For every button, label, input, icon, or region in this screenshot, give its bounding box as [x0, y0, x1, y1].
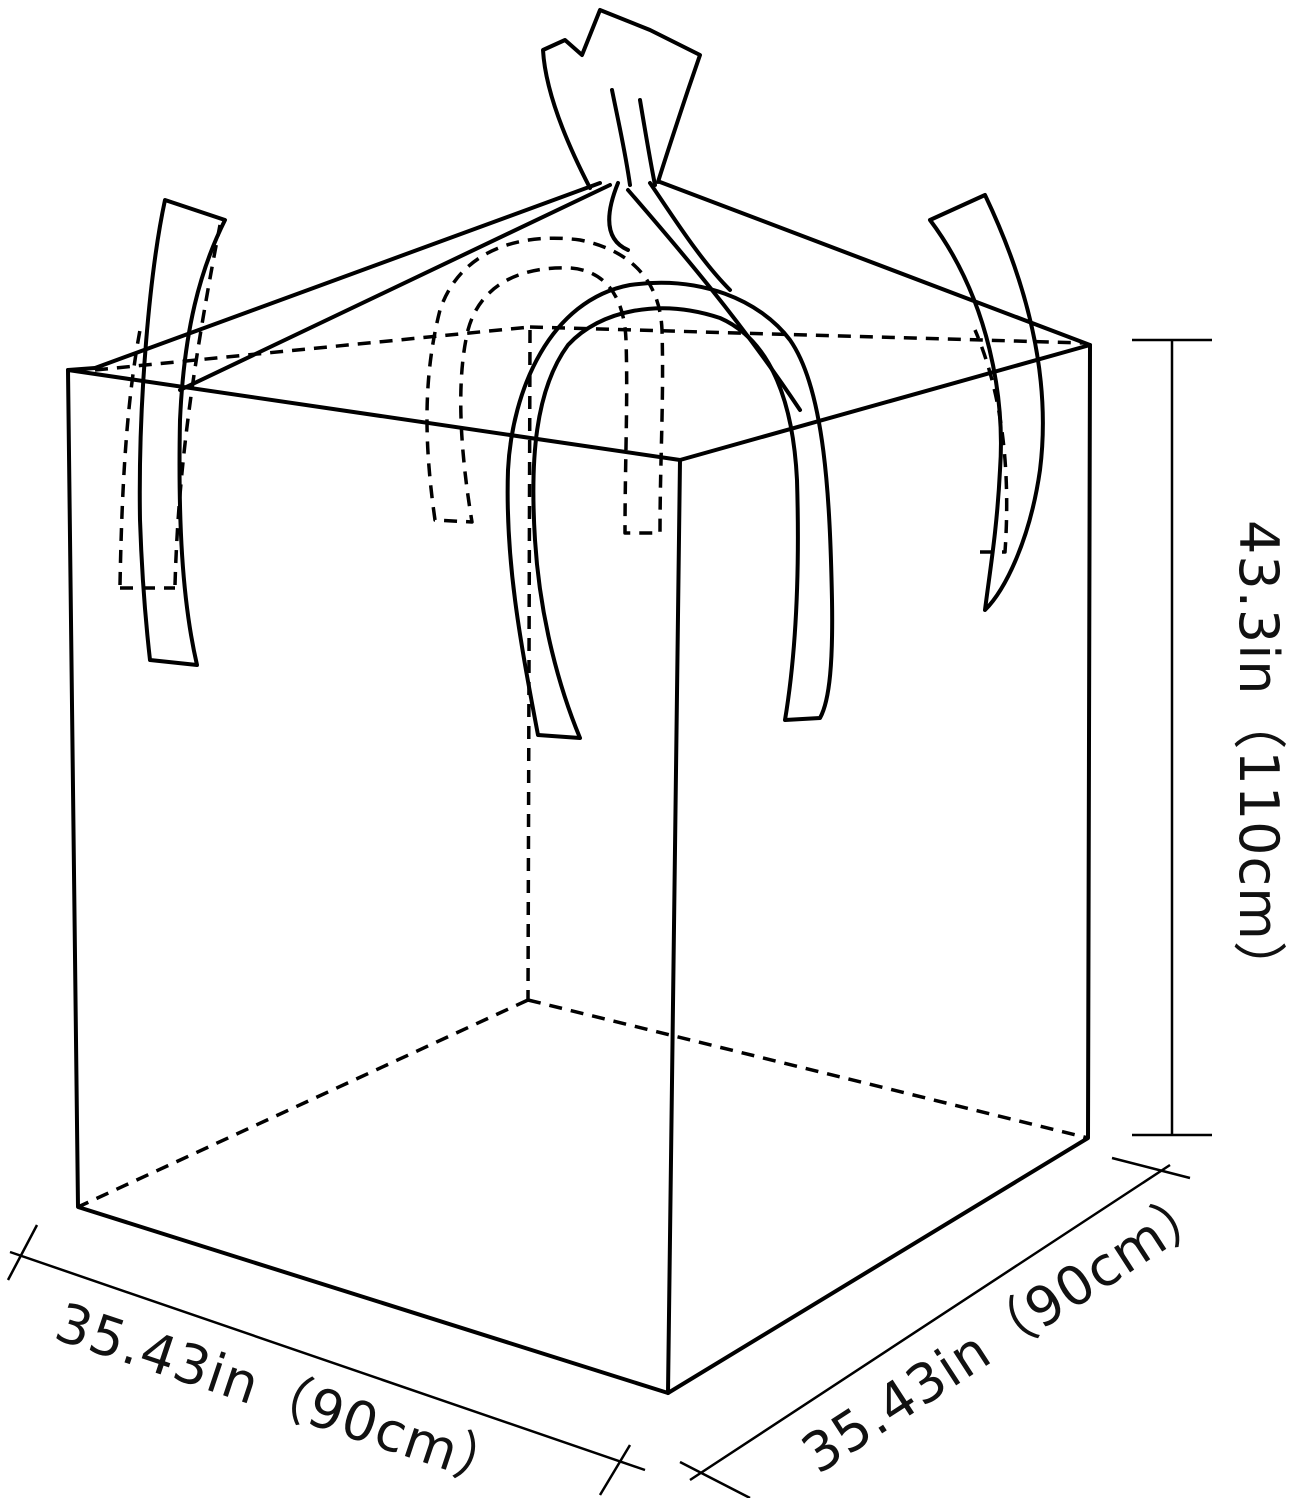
back-arch-loop — [425, 236, 665, 535]
spout-outline — [541, 8, 702, 190]
left-inner-loop — [118, 224, 222, 590]
right-inner-loop — [973, 329, 1009, 554]
back-vertical-edge — [526, 329, 532, 1001]
back-right-bottom-edge — [527, 998, 1089, 1140]
spout-strings — [607, 181, 732, 292]
front-width-dimension: 35.43in（90cm） — [6, 1224, 646, 1498]
height-dim-line — [1132, 338, 1212, 1137]
bag-body — [66, 343, 1092, 1395]
side-dim-line — [679, 1156, 1191, 1498]
hidden-edges — [77, 325, 1089, 1209]
side-depth-label: 35.43in（90cm） — [791, 1174, 1224, 1486]
side-depth-dimension: 35.43in（90cm） — [679, 1156, 1224, 1498]
height-label: 43.3in（110cm） — [1227, 520, 1290, 996]
left-front-loop — [137, 198, 227, 667]
top-left-edge — [66, 366, 97, 372]
lifting-loops — [118, 193, 1045, 740]
right-face-outline — [666, 343, 1092, 1395]
front-face-outline — [66, 368, 682, 1395]
spout-fold-2 — [638, 98, 657, 187]
top-seam-left-back — [178, 183, 612, 392]
top-seam-left-front — [93, 181, 602, 370]
front-dim-line — [6, 1224, 646, 1496]
height-dimension: 43.3in（110cm） — [1132, 338, 1290, 1137]
top-seam-right — [658, 180, 1092, 347]
back-top-left-edge — [94, 325, 531, 372]
back-left-bottom-edge — [77, 998, 529, 1209]
right-corner-loop — [928, 193, 1045, 612]
spout-fold-1 — [610, 88, 632, 187]
front-arch-loop-outer — [505, 280, 835, 740]
back-top-right-edge — [529, 325, 1086, 345]
top-spout — [93, 8, 1092, 412]
